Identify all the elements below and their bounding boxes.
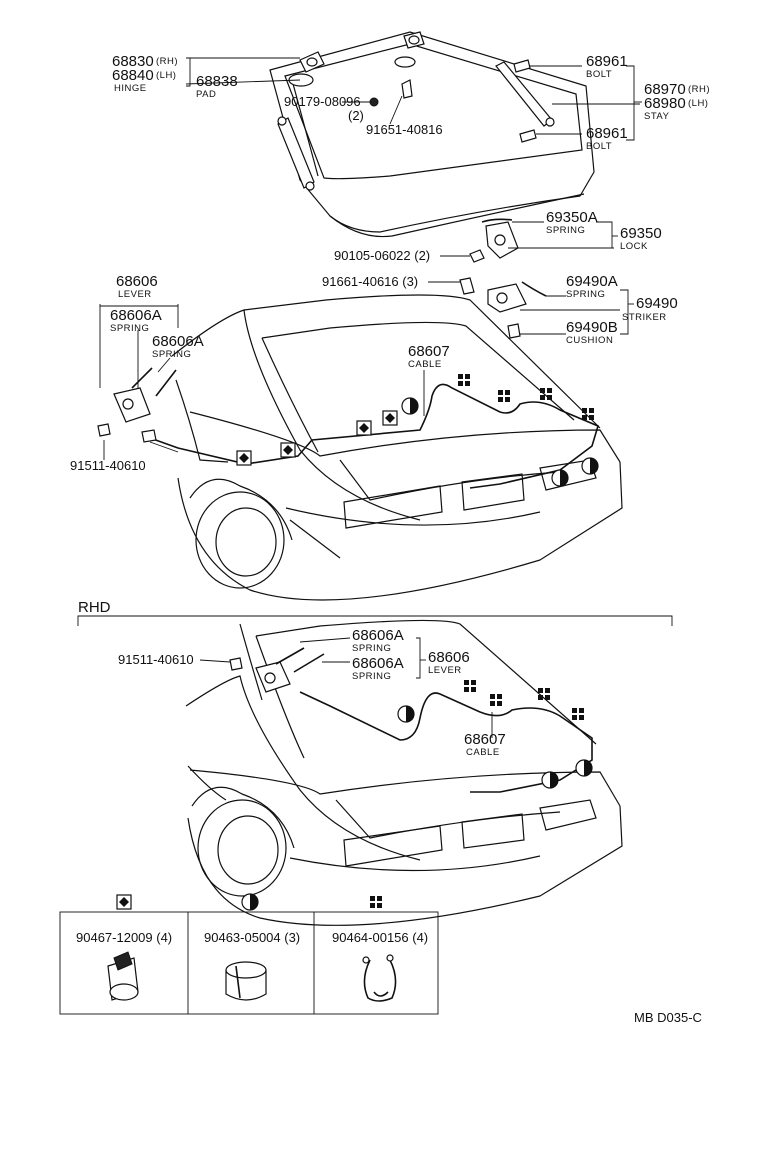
hinge-name: HINGE xyxy=(114,83,147,94)
legend-part-number-2: 90463-05004 (3) xyxy=(204,930,300,945)
lever-spring1-number: 68606A xyxy=(110,307,162,324)
lever-part xyxy=(97,367,177,443)
rhd-cable-part xyxy=(299,691,593,793)
bolt-lock-number: 90105-06022 (2) xyxy=(334,248,430,263)
pad-number: 68838 xyxy=(196,73,238,90)
bolt1-number: 68961 xyxy=(586,53,628,70)
screw-striker-number: 91661-40616 (3) xyxy=(322,274,418,289)
hinge-lh-number: 68840 xyxy=(112,67,154,84)
lock-spring-number: 69350A xyxy=(546,209,598,226)
cable-number: 68607 xyxy=(408,343,450,360)
legend-part-number-3: 90464-00156 (4) xyxy=(332,930,428,945)
rhd-cable-number: 68607 xyxy=(464,731,506,748)
legend: 90467-12009 (4) 90463-05004 (3) 90464-00… xyxy=(59,893,439,1015)
lever-spring2-number: 68606A xyxy=(152,333,204,350)
rhd-lever-number: 68606 xyxy=(428,649,470,666)
hinge-part xyxy=(299,31,425,73)
hinge-rh-number: 68830 xyxy=(112,53,154,70)
legend-part-number-1: 90467-12009 (4) xyxy=(76,930,172,945)
lock-name: LOCK xyxy=(620,241,648,252)
rhd-car-body xyxy=(185,619,623,926)
striker-number: 69490 xyxy=(636,295,678,312)
striker-spring-name: SPRING xyxy=(566,289,605,300)
rhd-bracket xyxy=(77,615,673,626)
cushion-name: CUSHION xyxy=(566,335,613,346)
cable-name: CABLE xyxy=(408,359,442,370)
striker-spring-number: 69490A xyxy=(566,273,618,290)
rhd-spring2-name: SPRING xyxy=(352,671,391,682)
legend-four-squares-icon xyxy=(370,896,382,908)
clip-half-circle-icon xyxy=(225,961,267,1001)
rhd-spring1-number: 68606A xyxy=(352,627,404,644)
clip-four-squares-icon xyxy=(362,954,397,1002)
lock-part xyxy=(469,218,519,263)
rhd-spring1-name: SPRING xyxy=(352,643,391,654)
lever-number: 68606 xyxy=(116,273,158,290)
rhd-cable-name: CABLE xyxy=(466,747,500,758)
clip-diamond-icon xyxy=(107,951,139,1001)
legend-diamond-icon xyxy=(116,894,132,910)
stay-part xyxy=(277,61,555,191)
callout-lines xyxy=(99,57,642,738)
bolt-part xyxy=(513,59,537,143)
rhd-screw-number: 91511-40610 xyxy=(118,652,194,667)
lock-spring-name: SPRING xyxy=(546,225,585,236)
lever-spring2-name: SPRING xyxy=(152,349,191,360)
lock-number: 69350 xyxy=(620,225,662,242)
hinge-lh-side: (LH) xyxy=(156,70,176,81)
stay-rh-number: 68970 xyxy=(644,81,686,98)
diagram-code: MB D035-C xyxy=(634,1010,702,1025)
rhd-spring2-number: 68606A xyxy=(352,655,404,672)
back-door-panel xyxy=(269,31,595,238)
lever-spring1-name: SPRING xyxy=(110,323,149,334)
striker-name: STRIKER xyxy=(622,312,667,323)
car-body-upper xyxy=(171,294,623,601)
legend-half-circle-icon xyxy=(241,893,259,911)
lever-screw-number: 91511-40610 xyxy=(70,458,146,473)
labels: 68830 (RH) 68840 (LH) HINGE 68838 PAD 90… xyxy=(70,53,710,758)
cable-part xyxy=(149,383,599,489)
nut-part xyxy=(369,79,413,107)
hinge-rh-side: (RH) xyxy=(156,56,178,67)
bolt1-name: BOLT xyxy=(586,69,612,80)
nut-number: 90179-08096 xyxy=(284,94,361,109)
nut-qty: (2) xyxy=(348,108,364,123)
striker-part xyxy=(459,277,547,339)
stay-name: STAY xyxy=(644,111,670,122)
pad-name: PAD xyxy=(196,89,216,100)
stay-lh-number: 68980 xyxy=(644,95,686,112)
rhd-title: RHD xyxy=(78,599,111,616)
rhd-lever-part xyxy=(229,647,325,693)
bolt2-number: 68961 xyxy=(586,125,628,142)
lever-name: LEVER xyxy=(118,289,152,300)
cushion-number: 69490B xyxy=(566,319,618,336)
stay-lh-side: (LH) xyxy=(688,98,708,109)
stay-rh-side: (RH) xyxy=(688,84,710,95)
rhd-lever-name: LEVER xyxy=(428,665,462,676)
screw-top-number: 91651-40816 xyxy=(366,122,443,137)
bolt2-name: BOLT xyxy=(586,141,612,152)
